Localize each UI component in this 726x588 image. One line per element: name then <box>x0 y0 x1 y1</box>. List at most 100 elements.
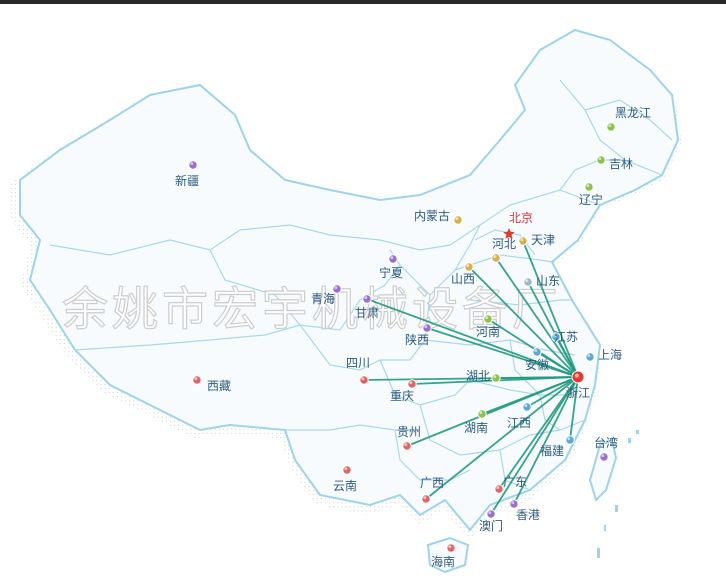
province-label: 澳门 <box>479 518 503 533</box>
province-dot-icon <box>565 435 575 445</box>
province-marker[interactable]: 甘肃 <box>355 294 379 320</box>
province-label: 青海 <box>311 291 335 306</box>
province-label: 河南 <box>476 324 500 339</box>
province-dot-icon <box>509 499 519 509</box>
province-dot-icon <box>359 375 369 385</box>
province-marker[interactable]: 山东 <box>523 274 560 288</box>
province-marker[interactable]: 浙江 <box>566 370 590 400</box>
province-marker[interactable]: 台湾 <box>594 435 618 462</box>
top-border-bar <box>0 0 726 4</box>
province-marker[interactable]: 云南 <box>333 465 357 493</box>
route-line-11 <box>495 257 579 378</box>
province-label: 云南 <box>333 478 357 493</box>
province-label: 安徽 <box>525 357 549 372</box>
dot-highlight <box>364 296 368 300</box>
province-dot-icon <box>606 122 616 132</box>
province-dot-icon <box>421 494 431 504</box>
small-islands <box>597 430 639 558</box>
province-marker[interactable]: 辽宁 <box>579 182 603 207</box>
watermark-text: 余姚市宏宇机械设备厂 <box>62 282 562 336</box>
province-marker[interactable]: 贵州 <box>397 425 421 451</box>
province-label: 江西 <box>507 416 531 430</box>
province-dot-icon <box>584 182 594 192</box>
province-marker[interactable]: 安徽 <box>525 347 549 372</box>
province-marker[interactable]: 内蒙古 <box>414 208 463 225</box>
dot-highlight <box>334 286 338 290</box>
route-line-6 <box>498 376 579 490</box>
province-dot-icon <box>407 379 417 389</box>
province-label: 新疆 <box>175 173 199 188</box>
province-marker[interactable]: 西藏 <box>192 375 231 393</box>
dot-highlight <box>525 279 529 283</box>
province-label: 海南 <box>431 554 455 569</box>
province-label: 河北 <box>492 237 516 251</box>
province-label: 甘肃 <box>355 306 379 320</box>
dot-highlight <box>466 264 470 268</box>
province-label: 贵州 <box>397 425 421 439</box>
province-label: 香港 <box>516 508 540 522</box>
hainan-island <box>426 536 470 574</box>
dot-highlight <box>574 373 579 378</box>
mainland-outline <box>19 28 680 532</box>
province-dot-icon <box>188 160 198 170</box>
province-marker[interactable]: 青海 <box>311 284 342 306</box>
route-line-20 <box>513 376 579 505</box>
province-dot-icon <box>342 465 352 475</box>
province-marker[interactable]: 新疆 <box>175 160 199 188</box>
province-label: 湖北 <box>466 368 490 383</box>
dot-highlight <box>534 349 538 353</box>
dot-highlight <box>344 467 348 471</box>
province-marker[interactable]: 河南 <box>476 314 500 339</box>
province-marker[interactable]: 江西 <box>507 402 532 430</box>
province-marker[interactable]: 黑龙江 <box>606 106 651 132</box>
dot-highlight <box>485 316 489 320</box>
dot-highlight <box>587 354 591 358</box>
province-label: 湖南 <box>464 420 488 435</box>
province-dot-icon <box>422 323 432 333</box>
province-marker[interactable]: 重庆 <box>390 379 417 403</box>
province-marker[interactable]: 四川 <box>346 356 370 385</box>
province-marker[interactable]: 河北 <box>491 237 516 263</box>
province-marker[interactable]: 湖南 <box>464 409 488 435</box>
province-dot-icon <box>585 352 595 362</box>
province-marker[interactable]: 宁夏 <box>379 254 403 280</box>
route-line-16 <box>527 281 579 378</box>
capital-star-icon <box>503 228 515 239</box>
province-marker[interactable]: 山西 <box>451 262 475 286</box>
dot-highlight <box>190 162 194 166</box>
province-marker[interactable]: 上海 <box>585 347 622 362</box>
province-marker[interactable]: 湖北 <box>466 368 501 383</box>
route-line-8 <box>366 298 579 378</box>
province-label: 黑龙江 <box>615 106 651 120</box>
province-marker[interactable]: 海南 <box>431 543 456 569</box>
route-line-5 <box>425 376 579 500</box>
province-marker[interactable]: 广东 <box>494 475 527 494</box>
province-label: 内蒙古 <box>414 208 450 223</box>
province-dot-icon <box>491 373 501 383</box>
dot-highlight <box>586 184 590 188</box>
dot-highlight <box>479 411 483 415</box>
province-marker[interactable]: 陕西 <box>405 323 432 347</box>
province-marker[interactable]: 天津 <box>518 233 555 247</box>
province-dot-icon <box>483 314 493 324</box>
province-marker[interactable]: 广西 <box>420 476 444 504</box>
province-label: 陕西 <box>405 332 429 347</box>
province-label: 西藏 <box>207 379 231 393</box>
route-line-9 <box>426 327 579 378</box>
province-marker[interactable]: 江苏 <box>551 330 578 344</box>
province-marker[interactable]: 福建 <box>540 435 575 458</box>
province-marker[interactable]: 香港 <box>509 499 540 522</box>
province-dot-icon <box>518 236 528 246</box>
dot-highlight <box>448 545 452 549</box>
dot-highlight <box>493 255 497 259</box>
province-marker[interactable]: 北京 <box>503 211 533 239</box>
province-label: 山西 <box>451 272 475 286</box>
province-dot-icon <box>477 409 487 419</box>
province-marker[interactable]: 吉林 <box>596 155 633 171</box>
dot-highlight <box>424 325 428 329</box>
province-marker[interactable]: 澳门 <box>479 509 503 533</box>
route-line-4 <box>481 376 579 415</box>
